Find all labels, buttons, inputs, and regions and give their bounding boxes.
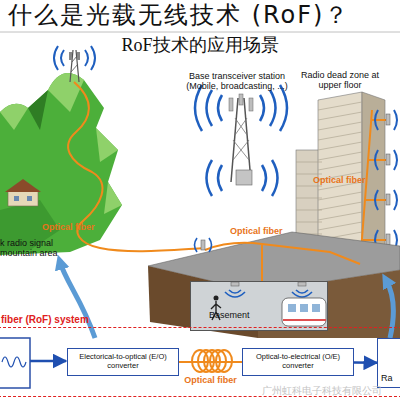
mountain-area-part [77,52,80,60]
base-station-tower-part [280,85,287,131]
base-station-tower-part [236,170,252,185]
mountain-area-part [54,46,58,70]
mountain-area-part [69,52,72,60]
node-text: Optical-to-electrical (O/E) converter [243,353,353,370]
base-station-tower [195,85,287,196]
base-station-tower-part [233,140,249,160]
signal-arrow [354,361,377,364]
base-station-tower-part [207,160,213,196]
mountain-area [0,46,205,255]
callout-arrows-part [386,280,393,338]
buildings-part [386,114,390,125]
ground-block-part [205,243,360,281]
ground-block-part [195,238,212,252]
area-label: k radio signal mountain area [0,238,66,259]
fiber-coil-part [216,350,232,372]
base-station-tower-part [195,85,202,131]
ground-block-part [190,281,328,331]
ground-block-part [225,290,312,297]
watermark: 广州虹科电子科技有限公司 [262,385,400,397]
mountain-area-part [91,46,95,70]
mountain-area-part [72,56,77,62]
mountain-area-part [96,128,118,162]
title-rule-part [0,32,400,33]
basement-box: Basement [190,281,328,331]
base-station-tower-part [272,160,278,196]
base-station-tower-part [235,118,247,135]
node-text: Ra [381,373,393,383]
base-station-tower-part [207,90,213,126]
ground-block-part [312,304,320,312]
ground-block-part [214,296,219,301]
buildings-part [360,110,387,264]
ground-block-part [231,282,239,286]
mountain-area-part [0,73,122,255]
base-station-tower-part [262,165,266,191]
fiber-label: Optical fiber [313,175,383,185]
mountain-area-part [14,196,19,201]
mountain-area-part [5,179,41,192]
mountain-area-part [70,50,73,82]
base-station-tower-part [239,94,243,105]
base-station-tower-part [233,140,249,160]
base-station-tower-part [249,98,253,111]
fiber-label: Optical fiber [230,226,300,236]
signal-source-part [2,357,26,367]
zone-label: Radio dead zone at upper floor [300,70,380,91]
mountain-area-part [0,104,28,130]
title-rule [0,32,400,33]
mountain-area-part [104,182,122,214]
buildings-part [386,194,390,205]
mountain-area-part [27,196,32,201]
ground-block-part [288,304,296,312]
buildings-part [386,234,390,245]
signal-source-part [30,360,66,363]
base-station-tower-part [229,98,233,111]
fiber-connector [179,361,242,363]
ground-block-part [201,240,205,250]
node-text: Basement [209,310,250,320]
mountain-area-part [61,50,64,66]
fiber-coil [192,350,232,372]
edge-label: Optical fiber [184,375,237,385]
base-station-tower-part [218,165,222,191]
receiver-box: Ra [377,338,400,388]
diagram-title: 什么是光载无线技术 (RoF)？ [8,2,350,30]
signal-source [0,338,66,388]
ground-block [148,232,400,338]
base-station-tower-part [218,95,222,121]
mountain-area-part [85,50,88,66]
converter-box: Optical-to-electrical (O/E) converter [242,348,354,376]
mountain-area-part [28,90,48,130]
node-text: Electorical-to-optical (E/O) converter [68,353,178,370]
ground-block-part [298,282,306,286]
ground-block-part [283,319,326,321]
base-station-tower-part [260,95,264,121]
buildings-part [386,154,390,165]
converter-box: Electorical-to-optical (E/O) converter [67,348,179,376]
fiber-label: Optical fiber [42,222,112,232]
ground-block-part [300,304,308,312]
subtitle: RoF技术的应用场景 [110,35,290,56]
base-station-tower-part [235,118,247,135]
signal-source-part [0,338,30,388]
base-station-tower-part [270,90,276,126]
buildings-part [375,110,397,250]
ground-block-part [282,298,326,326]
node-text: fiber (RoF) system [1,314,89,326]
station-label: Base transceiver station (Mobile, broadc… [178,71,296,92]
mountain-area-part [8,190,38,206]
mountain-area-part [71,64,78,72]
